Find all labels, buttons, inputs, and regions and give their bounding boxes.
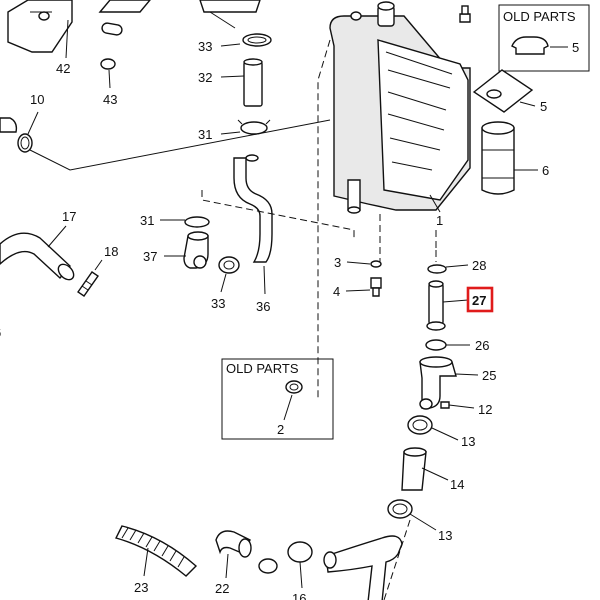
washer-3-group: 3: [334, 255, 382, 270]
oring-10-group: 10: [0, 92, 44, 153]
part-33-icon: [242, 33, 272, 47]
part-26-icon: [425, 339, 447, 351]
elbow-25-group: 25: [419, 356, 496, 410]
bracket-5-group: 5: [472, 69, 547, 114]
oring-28-group: 28: [427, 258, 486, 274]
old-parts-box-middle: OLD PARTS 2: [221, 358, 334, 440]
clamp-33-top-group: 33: [198, 33, 272, 54]
part-32-icon: [243, 61, 263, 107]
callout-16: 16: [292, 591, 306, 600]
clamp-13-lower-group: 13: [387, 499, 452, 543]
callout-6: 6: [542, 163, 549, 178]
clamp-13-upper-group: 13: [407, 415, 475, 449]
bolt-12-group: 12: [440, 401, 492, 417]
callout-43: 43: [103, 92, 117, 107]
part-10-icon: [17, 133, 33, 153]
clamp-31-lower-group: 31: [140, 213, 210, 228]
callout-1: 1: [436, 213, 443, 228]
callout-31-lower: 31: [140, 213, 154, 228]
callout-13-upper: 13: [461, 434, 475, 449]
part-28-icon: [427, 264, 447, 274]
callout-14: 14: [450, 477, 464, 492]
callout-27: 27: [472, 293, 486, 308]
hose-14-group: 14: [401, 447, 464, 492]
bolt-4-group: 4: [333, 277, 382, 299]
callout-10: 10: [30, 92, 44, 107]
old-parts-box-top: OLD PARTS 5: [498, 4, 590, 72]
part-36-icon: [233, 157, 273, 263]
part-5-icon: [472, 69, 534, 113]
part-13-icon: [407, 415, 433, 435]
callout-37: 37: [143, 249, 157, 264]
grommet-43-group: 43: [98, 0, 151, 107]
callout-12: 12: [478, 402, 492, 417]
hose-bottom-right-icon: [325, 535, 403, 600]
callout-2: 2: [277, 422, 284, 437]
part-17-icon: [0, 232, 71, 280]
pipe-27-group: 27: [426, 280, 494, 331]
callout-5-old: 5: [572, 40, 579, 55]
callout-36: 36: [256, 299, 270, 314]
pipe-32-group: 32: [198, 58, 263, 107]
callout-5: 5: [540, 99, 547, 114]
elbow-22-group: 22: [215, 530, 252, 596]
part-27-icon: [428, 283, 444, 325]
callout-23: 23: [134, 580, 148, 595]
part-31-lower-icon: [184, 216, 210, 228]
part-23-icon: [114, 525, 198, 577]
part-33-lower-icon: [218, 256, 240, 274]
part-4-icon: [370, 277, 382, 289]
callout-31-top: 31: [198, 127, 212, 142]
old-parts-label-top: OLD PARTS: [503, 9, 576, 24]
hose-36-group: 36: [233, 154, 273, 314]
callout-42: 42: [56, 61, 70, 76]
callout-13-lower: 13: [438, 528, 452, 543]
part-43-icon: [100, 58, 116, 70]
bolt-18-group: 18: [77, 244, 118, 297]
gasket-26-group: 26: [425, 338, 489, 353]
callout-33-lower: 33: [211, 296, 225, 311]
callout-3: 3: [334, 255, 341, 270]
callout-17: 17: [62, 209, 76, 224]
callout-6-edge: 6: [0, 325, 1, 340]
part-6-icon: [481, 127, 515, 195]
callout-33-top: 33: [198, 39, 212, 54]
part-5-old-icon: [511, 36, 549, 55]
part-16-icon: [287, 541, 313, 563]
clamp-33-lower-group: 33: [211, 256, 240, 311]
hose-bottom-right-group: [323, 535, 403, 600]
part-42-icon: [7, 0, 73, 53]
filter-6-group: 6: [481, 121, 549, 195]
callout-26: 26: [475, 338, 489, 353]
elbow-37-group: 37: [143, 231, 209, 269]
callout-18: 18: [104, 244, 118, 259]
part-3-icon: [370, 260, 382, 268]
clamp-31-top-group: 31: [198, 119, 271, 142]
old-parts-label-middle: OLD PARTS: [226, 361, 299, 376]
hose-17-group: 17: [0, 209, 76, 281]
bracket-42-group: 42: [7, 0, 73, 76]
callout-25: 25: [482, 368, 496, 383]
part-13-lower-icon: [387, 499, 413, 519]
callout-22: 22: [215, 581, 229, 596]
part-14-icon: [401, 451, 427, 491]
highlight-box-27: [466, 286, 494, 313]
callout-32: 32: [198, 70, 212, 85]
callout-4: 4: [333, 284, 340, 299]
callout-28: 28: [472, 258, 486, 273]
part-18-icon: [77, 271, 99, 297]
bolt-top-group: [459, 5, 471, 23]
clamp-16-group: 16: [258, 541, 313, 600]
part-12-icon: [440, 401, 450, 409]
tank-1-group: 1: [329, 1, 471, 228]
part-2-icon: [285, 380, 303, 394]
part-31-icon: [240, 121, 268, 135]
hose-23-group: 23: [114, 525, 198, 595]
